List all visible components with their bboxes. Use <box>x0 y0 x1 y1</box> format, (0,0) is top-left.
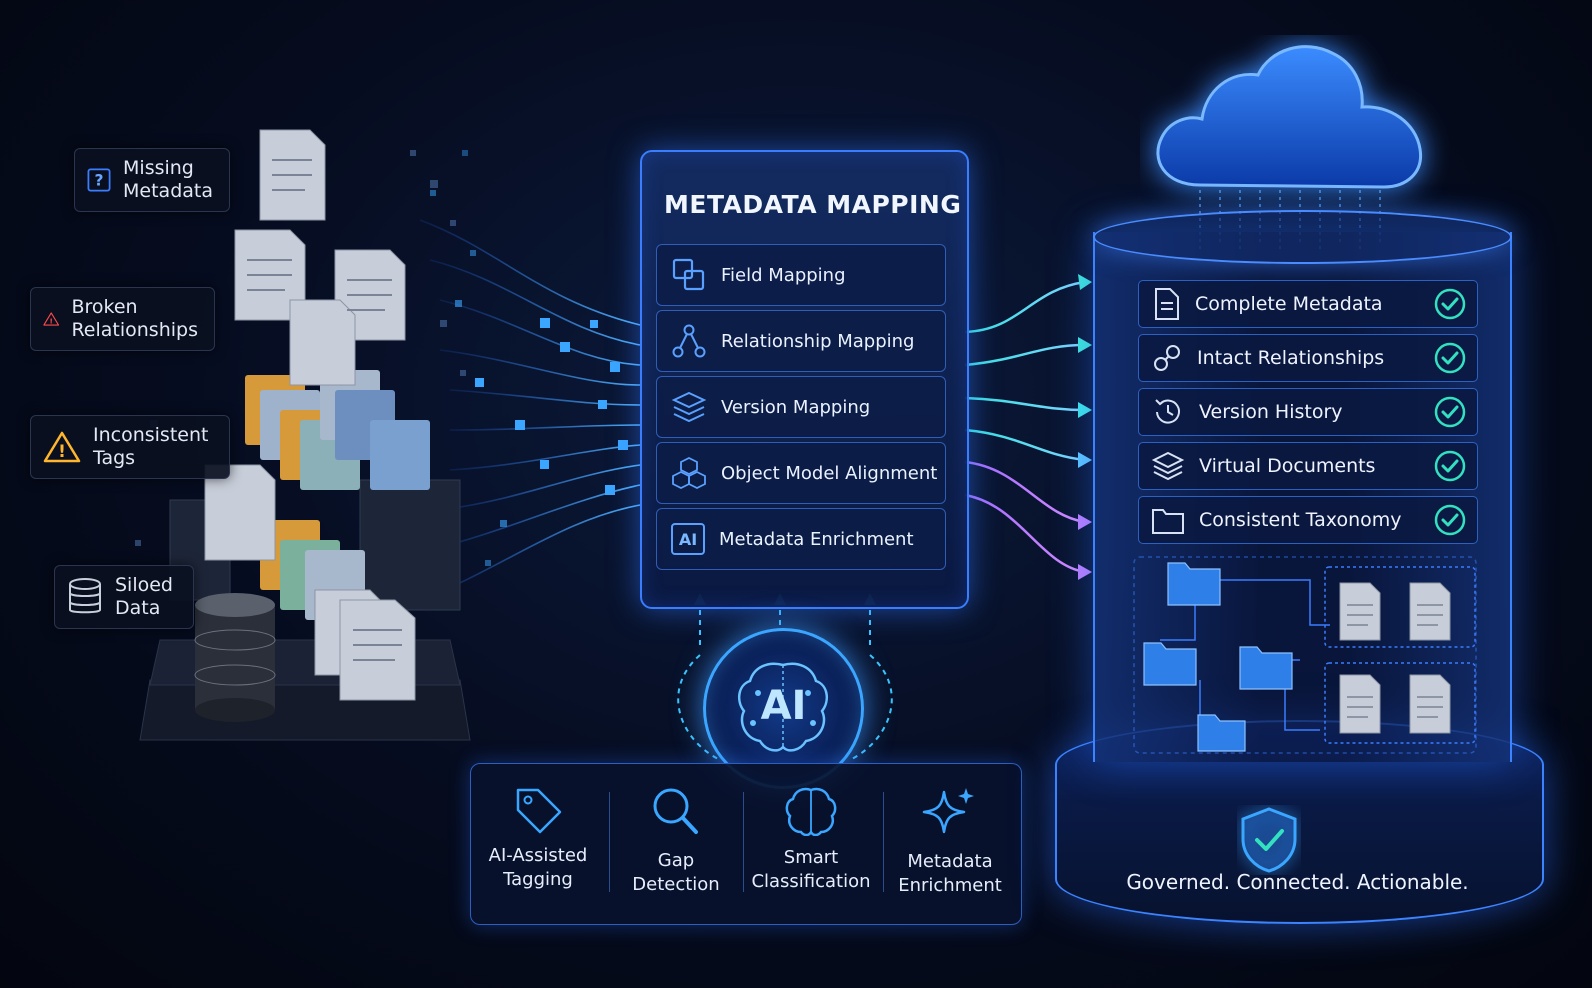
cabinet-drawer <box>360 480 460 610</box>
document-icon <box>1151 287 1181 321</box>
svg-text:?: ? <box>95 172 104 190</box>
ai-hub-label: AI <box>706 683 861 729</box>
mapping-item-label: Metadata Enrichment <box>719 529 914 550</box>
tool-gap-detection: Gap Detection <box>611 784 741 897</box>
mapping-item-object-model: Object Model Alignment <box>656 442 946 504</box>
result-virtual-documents: Virtual Documents <box>1138 442 1478 490</box>
mapping-item-label: Version Mapping <box>721 397 870 418</box>
repository-top <box>1093 210 1512 264</box>
ai-capabilities-bar: AI-Assisted Tagging Gap Detection Smart … <box>470 763 1022 925</box>
issue-label: Missing Metadata <box>123 157 213 203</box>
tagline: Governed. Connected. Actionable. <box>1060 870 1535 894</box>
folder-icon <box>1144 643 1196 685</box>
layers-icon <box>671 389 707 425</box>
mapping-item-label: Field Mapping <box>721 265 846 286</box>
result-label: Complete Metadata <box>1195 293 1419 315</box>
outgoing-arrows <box>965 282 1085 572</box>
warning-icon: ! <box>43 430 81 464</box>
issue-broken-relationships: ! Broken Relationships <box>30 287 215 351</box>
issue-missing-metadata: ? Missing Metadata <box>74 148 230 212</box>
issue-siloed-data: Siloed Data <box>54 565 194 629</box>
ai-badge-icon: AI <box>671 523 705 555</box>
check-circle-icon <box>1433 503 1467 537</box>
history-icon <box>1151 395 1185 429</box>
result-intact-relationships: Intact Relationships <box>1138 334 1478 382</box>
link-icon <box>1151 342 1183 374</box>
result-label: Intact Relationships <box>1197 347 1419 369</box>
document-icon <box>1410 675 1450 733</box>
folder-icon <box>1240 647 1292 689</box>
mapping-item-version: Version Mapping <box>656 376 946 438</box>
check-circle-icon <box>1433 287 1467 321</box>
tool-separator <box>883 792 884 892</box>
result-label: Version History <box>1199 401 1419 423</box>
svg-text:!: ! <box>50 316 53 325</box>
document-icon <box>1340 583 1380 640</box>
shield-check-icon <box>1237 805 1301 875</box>
result-label: Virtual Documents <box>1199 455 1419 477</box>
folder-icon <box>1151 505 1185 535</box>
mapping-title: METADATA MAPPING <box>664 190 961 219</box>
tool-ai-assisted-tagging: AI-Assisted Tagging <box>473 784 603 892</box>
result-label: Consistent Taxonomy <box>1199 509 1419 531</box>
tool-metadata-enrichment: Metadata Enrichment <box>885 784 1015 898</box>
tag-icon <box>508 784 568 834</box>
tool-label: Gap Detection <box>611 849 741 897</box>
tool-label: Smart Classification <box>746 846 876 894</box>
brain-icon <box>781 784 841 836</box>
magnifier-icon <box>646 784 706 839</box>
tool-label: AI-Assisted Tagging <box>473 844 603 892</box>
metadata-mapping-panel: METADATA MAPPING Field Mapping Relations… <box>640 150 969 609</box>
folder-icon <box>1198 715 1245 751</box>
warning-icon: ! <box>43 302 59 336</box>
database-cylinder <box>195 593 275 722</box>
mapping-item-field: Field Mapping <box>656 244 946 306</box>
layers-icon <box>1151 449 1185 483</box>
question-icon: ? <box>87 163 111 197</box>
issue-inconsistent-tags: ! Inconsistent Tags <box>30 415 230 479</box>
result-complete-metadata: Complete Metadata <box>1138 280 1478 328</box>
issue-label: Siloed Data <box>115 574 173 620</box>
arrow-heads <box>1078 274 1092 580</box>
check-circle-icon <box>1433 449 1467 483</box>
document-icon <box>1410 583 1450 640</box>
tool-label: Metadata Enrichment <box>885 850 1015 898</box>
svg-text:!: ! <box>58 442 66 462</box>
check-circle-icon <box>1433 395 1467 429</box>
ai-badge-text: AI <box>679 530 697 549</box>
folder-tree-illustration <box>1130 555 1480 755</box>
result-consistent-taxonomy: Consistent Taxonomy <box>1138 496 1478 544</box>
mapping-item-label: Object Model Alignment <box>721 463 937 484</box>
issue-label: Inconsistent Tags <box>93 424 208 470</box>
document-icon <box>1340 675 1380 733</box>
tool-separator <box>743 792 744 892</box>
mapping-item-enrichment: AI Metadata Enrichment <box>656 508 946 570</box>
database-icon <box>67 577 103 617</box>
mapping-item-label: Relationship Mapping <box>721 331 914 352</box>
check-circle-icon <box>1433 341 1467 375</box>
tool-smart-classification: Smart Classification <box>746 784 876 894</box>
field-mapping-icon <box>671 257 707 293</box>
issue-label: Broken Relationships <box>71 296 198 342</box>
tool-separator <box>609 792 610 892</box>
folder-icon <box>1168 563 1220 605</box>
result-version-history: Version History <box>1138 388 1478 436</box>
cubes-icon <box>671 455 707 491</box>
relationship-icon <box>671 323 707 359</box>
sparkle-icon <box>920 784 980 840</box>
mapping-item-relationship: Relationship Mapping <box>656 310 946 372</box>
